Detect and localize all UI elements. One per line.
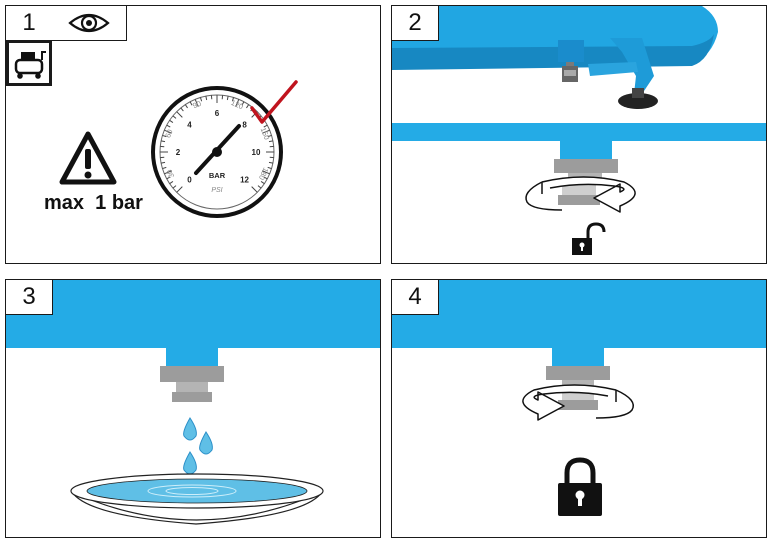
- gauge-tick: [226, 95, 229, 101]
- gauge-tick: [260, 181, 265, 185]
- gauge-tick: [251, 186, 258, 193]
- gauge-tick: [176, 111, 183, 118]
- step-number: 1: [6, 6, 53, 41]
- gauge-psi-label: 150: [259, 126, 272, 141]
- gauge-bar-label: 6: [215, 109, 220, 118]
- gauge-bar-label: 0: [187, 176, 192, 185]
- unlock-icon: [572, 222, 606, 255]
- gauge-psi-label: 120: [230, 98, 245, 111]
- gauge-tick: [263, 176, 268, 180]
- gauge-psi-label: 60: [163, 128, 174, 139]
- step-3-panel: 3: [5, 279, 381, 538]
- gauge-tick: [263, 124, 268, 128]
- eye-icon: [68, 13, 110, 33]
- gauge-tick: [262, 170, 270, 175]
- step-number: 3: [6, 280, 53, 315]
- gauge-tick: [267, 166, 272, 170]
- gauge-tick: [162, 134, 167, 138]
- gauge-tick: [267, 134, 272, 138]
- gauge-unit-psi: PSI: [211, 187, 222, 194]
- step-4-illustration: [392, 280, 766, 516]
- gauge-tick: [176, 186, 183, 193]
- visual-check-box: [52, 6, 127, 41]
- gauge-tick: [172, 115, 177, 119]
- gauge-tick: [169, 119, 174, 123]
- gauge-tick: [268, 161, 274, 164]
- checkmark-icon: [250, 80, 298, 124]
- step-number: 2: [392, 6, 439, 41]
- gauge-tick: [169, 181, 174, 185]
- gauge-tick: [164, 129, 172, 134]
- gauge-unit-bar: BAR: [209, 171, 226, 180]
- gauge-tick: [160, 161, 166, 164]
- gauge-tick: [257, 185, 262, 189]
- rotation-arrow-close: [522, 384, 634, 421]
- gauge-tick: [194, 99, 199, 107]
- gauge-bar-label: 12: [240, 176, 249, 185]
- gauge-tick: [166, 124, 171, 128]
- water-drops: [183, 417, 213, 475]
- tank-photo: [392, 6, 766, 110]
- gauge-bar-label: 4: [187, 120, 192, 129]
- step-4-panel: 4: [391, 279, 767, 538]
- gauge-bar-label: 8: [242, 120, 247, 129]
- step-number: 4: [392, 280, 439, 315]
- gauge-tick: [262, 129, 270, 134]
- gauge-tick: [166, 176, 171, 180]
- step-2-panel: 2: [391, 5, 767, 264]
- gauge-tick: [199, 97, 203, 102]
- step-3-illustration: [6, 280, 380, 525]
- rotation-arrow-open: [525, 176, 636, 213]
- gauge-tick: [172, 185, 177, 189]
- gauge-psi-label: 90: [191, 99, 202, 111]
- gauge-tick: [246, 104, 250, 109]
- gauge-tick: [162, 166, 167, 170]
- gauge-bar-label: 2: [176, 148, 181, 157]
- drain-bowl: [70, 473, 324, 525]
- gauge-tick: [231, 97, 235, 102]
- gauge-tick: [205, 95, 208, 101]
- gauge-tick: [189, 101, 193, 106]
- gauge-tick: [164, 170, 172, 175]
- max-pressure-caption: max 1 bar: [44, 192, 143, 214]
- gauge-tick: [241, 101, 245, 106]
- gauge-tick: [160, 140, 166, 143]
- warning-triangle-icon: [59, 131, 117, 185]
- gauge-tick: [268, 140, 274, 143]
- gauge-tick: [235, 99, 240, 107]
- compressor-icon: [14, 51, 46, 79]
- step-2-illustration: [392, 6, 766, 255]
- gauge-psi-label: 30: [164, 168, 176, 179]
- gauge-bar-label: 10: [252, 148, 261, 157]
- gauge-tick: [180, 107, 184, 112]
- lock-icon: [558, 457, 602, 516]
- gauge-tick: [184, 104, 188, 109]
- compressor-box: [6, 40, 52, 86]
